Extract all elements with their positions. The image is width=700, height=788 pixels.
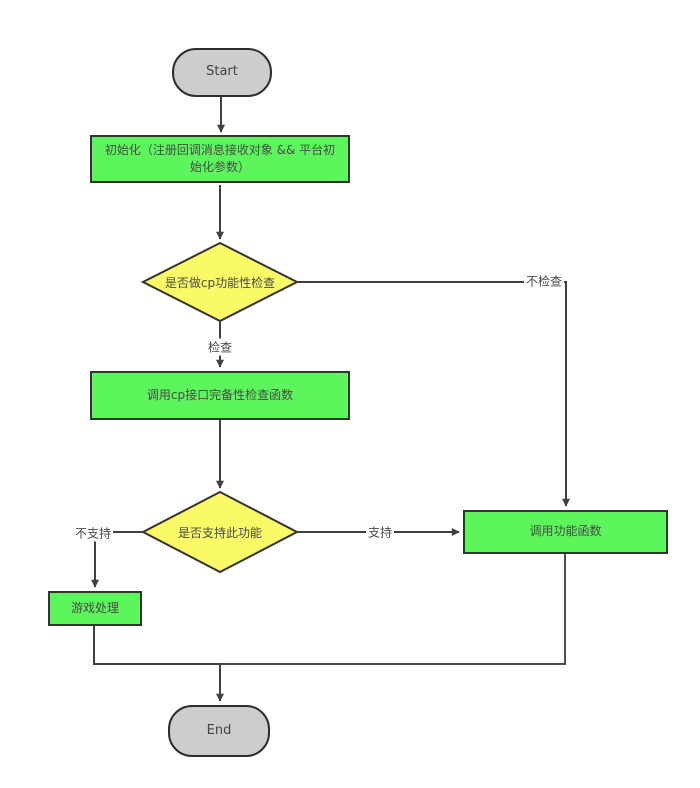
decision-support-shape: [140, 490, 300, 574]
process-game-handle: 游戏处理: [48, 591, 142, 626]
edge-callfunction-to-end: [221, 554, 566, 665]
process-call-function: 调用功能函数: [463, 510, 668, 554]
edge-gamehandle-to-end: [93, 626, 224, 702]
end-node: End: [168, 705, 270, 757]
edge-label-check: 检查: [205, 338, 235, 356]
decision-cp-check-shape: [140, 241, 300, 323]
edge-nocheck-to-callfunction: [297, 281, 570, 507]
process-init: 初始化（注册回调消息接收对象 && 平台初始化参数）: [90, 135, 350, 183]
edge-label-support: 支持: [365, 523, 395, 541]
process-cp-check-call: 调用cp接口完备性检查函数: [90, 371, 350, 420]
start-node: Start: [172, 48, 272, 97]
edge-label-no-check: 不检查: [523, 272, 565, 290]
edge-label-no-support: 不支持: [72, 524, 114, 542]
